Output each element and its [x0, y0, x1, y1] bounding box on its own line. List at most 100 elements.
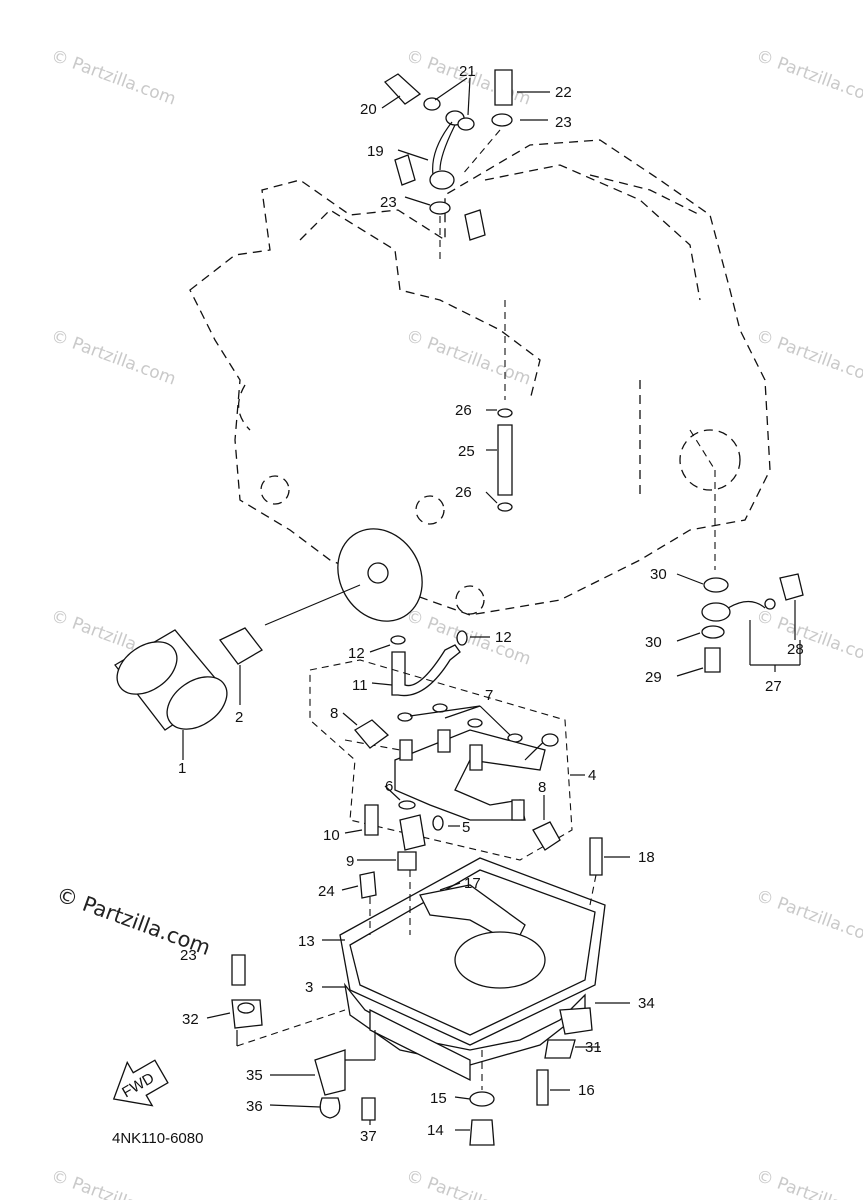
oil-pan-fins	[369, 1008, 471, 1082]
cap-32-hole	[237, 1002, 255, 1014]
callout-11: 11	[352, 677, 368, 694]
callout-35: 35	[246, 1067, 263, 1084]
watermark: © Partzilla.com	[48, 1166, 178, 1200]
callout-5: 5	[462, 819, 470, 836]
o-ring-26-lower	[497, 502, 513, 512]
oil-filter-base	[166, 676, 228, 730]
callout-15: 15	[430, 1090, 447, 1107]
callout-12-left: 12	[348, 645, 365, 662]
pipe-eye	[541, 733, 559, 747]
mount-boss-outline	[415, 495, 445, 525]
callout-27: 27	[765, 678, 782, 695]
o-ring-26-upper	[497, 408, 513, 418]
watermark: © Partzilla.com	[753, 46, 863, 110]
leader-line	[206, 1012, 231, 1019]
oil-pan-sump	[454, 931, 546, 989]
washer-30-upper	[703, 577, 729, 593]
diagram-code: 4NK110-6080	[112, 1130, 203, 1147]
pipe-bracket	[394, 154, 416, 186]
callout-24: 24	[318, 883, 335, 900]
oil-pan	[322, 857, 606, 1082]
pipe-spigot	[511, 799, 525, 821]
bolt-10	[364, 804, 379, 836]
callout-23-top: 23	[555, 114, 572, 131]
drain-bolt-14	[469, 1119, 495, 1146]
strainer-and-bolts	[341, 804, 630, 899]
leader-line	[434, 77, 468, 101]
strainer-9	[397, 851, 417, 871]
callout-30-bottom: 30	[645, 634, 662, 651]
callout-16: 16	[578, 1082, 595, 1099]
callout-8-left: 8	[330, 705, 338, 722]
leader-line	[342, 712, 358, 726]
callout-labels: 1 2 3 4 5 6 7 8 8 9 10 11 12 12 13 14 15…	[178, 63, 804, 1145]
pump-pipe-body	[394, 729, 546, 821]
cam-cover-outline	[589, 174, 701, 216]
washer-21	[457, 117, 475, 131]
leader-line	[381, 95, 401, 109]
leader-line	[384, 785, 401, 801]
callout-17: 17	[464, 875, 481, 892]
cylinder-head-outline	[484, 164, 701, 301]
callout-3: 3	[305, 979, 313, 996]
leader-line	[676, 667, 704, 677]
oil-delivery-pipe	[381, 69, 550, 260]
oil-pipe-tube	[497, 424, 513, 496]
watermark: © Partzilla.com	[403, 326, 533, 390]
leader-line	[439, 882, 461, 891]
drain-and-bracket-parts	[454, 1002, 630, 1146]
leader-line	[454, 1096, 471, 1100]
engine-outline	[189, 139, 771, 616]
filter-mount-hole	[367, 562, 389, 584]
oil-filter	[114, 629, 228, 760]
callout-4: 4	[588, 767, 596, 784]
callout-12-right: 12	[495, 629, 512, 646]
callout-29: 29	[645, 669, 662, 686]
mount-boss-outline	[238, 384, 251, 431]
clamp-36	[319, 1097, 341, 1119]
watermark: © Partzilla.com	[403, 1166, 533, 1200]
cover-28	[779, 573, 804, 601]
oil-filter-cap	[116, 641, 178, 695]
callout-28: 28	[787, 641, 804, 658]
callout-30-top: 30	[650, 566, 667, 583]
hose-body	[391, 644, 461, 697]
leader-line	[676, 573, 704, 585]
callout-8-right: 8	[538, 779, 546, 796]
assembly-line	[589, 874, 597, 906]
callout-9: 9	[346, 853, 354, 870]
washer-30-lower	[701, 625, 725, 639]
oil-strainer-assembly	[309, 659, 585, 861]
washer-15	[469, 1091, 495, 1107]
callout-32: 32	[182, 1011, 199, 1028]
callout-21: 21	[459, 63, 476, 80]
watermark: © Partzilla.com	[753, 886, 863, 950]
callout-18: 18	[638, 849, 655, 866]
crankcase-outline	[189, 139, 771, 616]
callout-31: 31	[585, 1039, 602, 1056]
dowel-24	[359, 871, 377, 899]
leader-line	[479, 705, 511, 736]
watermark: © Partzilla.com	[753, 1166, 863, 1200]
pipe-tube	[439, 124, 456, 171]
leader-line	[264, 584, 361, 626]
pipe-spigot	[437, 729, 451, 753]
union-bolt-20	[383, 73, 422, 105]
assembly-line	[689, 429, 716, 471]
o-ring-5	[432, 815, 444, 831]
callout-23-left: 23	[180, 947, 197, 964]
oil-level-switch	[676, 429, 804, 677]
bolt-29	[704, 647, 721, 673]
leader-line	[369, 644, 391, 653]
leader-line	[269, 1104, 321, 1108]
washer-23-lower	[429, 201, 451, 215]
callout-7: 7	[485, 687, 493, 704]
fwd-arrow-icon: FWD	[112, 1059, 169, 1107]
o-ring-7	[397, 712, 413, 722]
watermark: © Partzilla.com	[753, 606, 863, 670]
assembly-bracket	[309, 659, 573, 861]
oil-gallery-port	[464, 209, 486, 241]
callout-25: 25	[458, 443, 475, 460]
o-ring-6	[398, 800, 416, 810]
